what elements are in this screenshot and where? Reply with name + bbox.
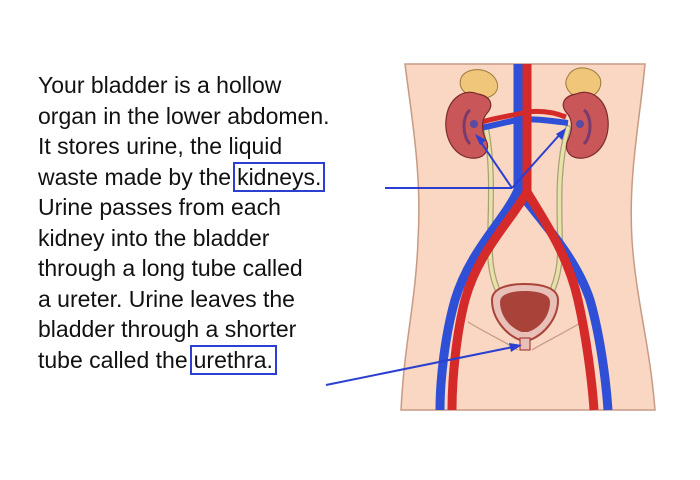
kidney-icon bbox=[562, 67, 609, 159]
text-line: kidney into the bladder bbox=[38, 224, 270, 251]
urethra-term-box: urethra. bbox=[189, 344, 277, 375]
text-line: Urine passes from each bbox=[38, 194, 281, 220]
text-line: Your bladder is a hollow bbox=[38, 72, 282, 98]
description-paragraph: Your bladder is a hollow organ in the lo… bbox=[38, 70, 398, 375]
arrowhead-urethra bbox=[509, 343, 522, 352]
aorta bbox=[447, 64, 532, 411]
bladder-icon bbox=[490, 282, 560, 351]
vena-cava bbox=[435, 64, 523, 411]
arrowhead-left-kidney bbox=[475, 134, 486, 145]
iliac-artery-right bbox=[523, 189, 599, 411]
renal-artery-right bbox=[526, 108, 567, 120]
text-line: organ in the lower abdomen. bbox=[38, 102, 330, 129]
text-line: a ureter. Urine leaves the bbox=[38, 285, 295, 312]
arrowhead-right-kidney bbox=[556, 128, 566, 140]
text-line: through a long tube called bbox=[38, 255, 303, 281]
text-line: bladder through a shorter bbox=[38, 316, 297, 342]
kidneys-term-box: kidneys. bbox=[233, 161, 326, 192]
renal-artery-left bbox=[481, 109, 528, 125]
text-line: tube called the bbox=[38, 346, 188, 373]
renal-vein-right bbox=[517, 116, 569, 126]
urethra-callout-line bbox=[325, 345, 519, 386]
groin-line-right bbox=[531, 321, 583, 351]
text-line: waste made by the bbox=[38, 163, 232, 190]
kidneys-arrow-right bbox=[511, 131, 563, 189]
kidneys-arrow-left bbox=[477, 137, 513, 189]
text-line: It stores urine, the liquid bbox=[38, 133, 283, 159]
